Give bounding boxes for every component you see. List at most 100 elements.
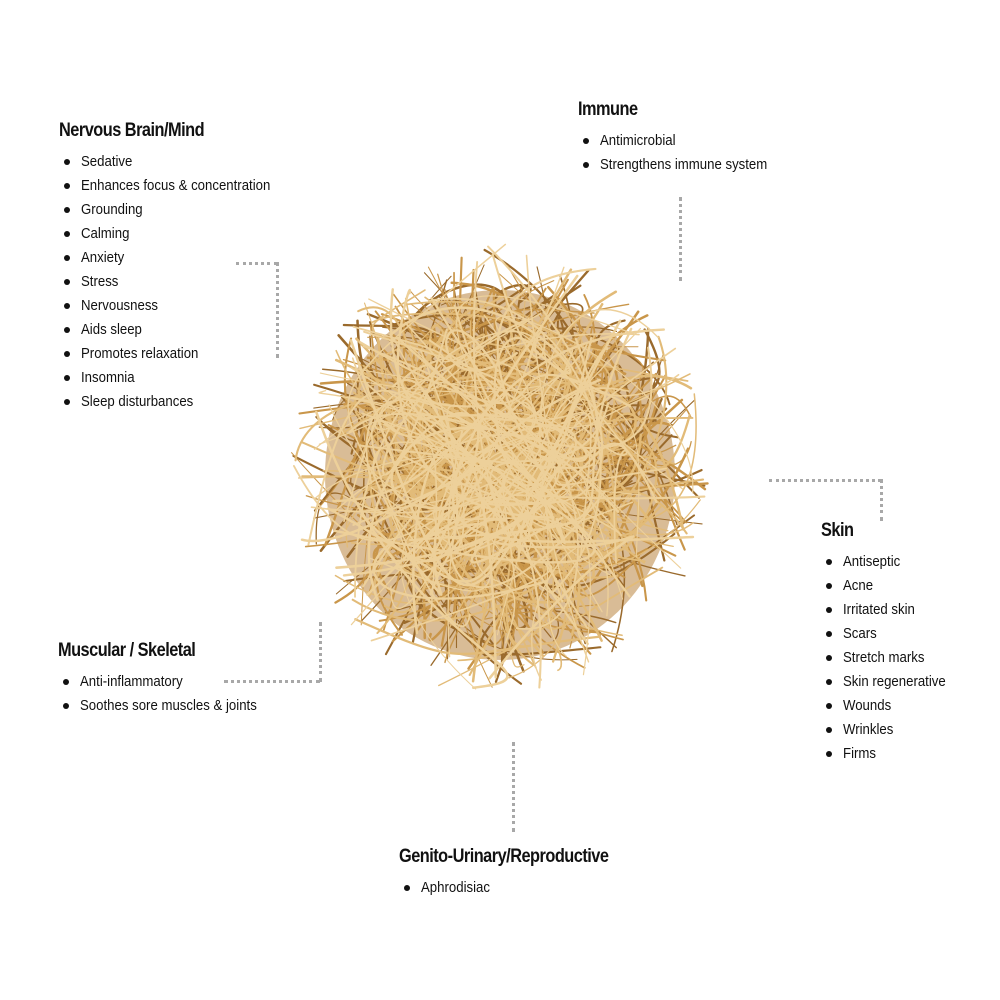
list-item: Calming — [59, 222, 296, 246]
root-strand — [531, 544, 609, 681]
list-item: Grounding — [59, 198, 296, 222]
list-item: Skin regenerative — [821, 670, 960, 694]
root-strand — [368, 395, 649, 592]
list-item-text: Firms — [843, 745, 876, 762]
root-strand — [347, 243, 507, 554]
benefit-list: Aphrodisiac — [399, 876, 643, 900]
list-item-text: Irritated skin — [843, 601, 915, 618]
root-strand — [445, 329, 518, 372]
connector-muscular — [319, 622, 322, 682]
connector-skin — [880, 479, 883, 521]
connector-genito — [512, 742, 515, 832]
list-item: Irritated skin — [821, 598, 960, 622]
list-item: Soothes sore muscles & joints — [58, 694, 281, 718]
root-strand — [300, 460, 493, 596]
root-strand — [485, 537, 563, 672]
connector-muscular — [224, 680, 320, 683]
root-strand — [342, 494, 591, 558]
root-strand — [429, 492, 506, 596]
root-strand — [538, 413, 682, 569]
root-strand — [297, 402, 589, 599]
root-strand — [395, 404, 593, 502]
root-strand — [407, 478, 567, 657]
root-strand — [447, 430, 606, 589]
root-strand — [474, 468, 516, 644]
root-strand — [362, 345, 667, 486]
root-strand — [496, 413, 581, 636]
connector-nervous — [236, 262, 277, 265]
group-title: Skin — [821, 520, 854, 541]
list-item: Enhances focus & concentration — [59, 174, 296, 198]
list-item: Anti-inflammatory — [58, 670, 281, 694]
root-strand — [365, 398, 567, 513]
root-strand — [348, 346, 653, 449]
connector-immune — [679, 197, 682, 281]
list-item: Nervousness — [59, 294, 296, 318]
list-item: Insomnia — [59, 366, 296, 390]
list-item-text: Stretch marks — [843, 649, 925, 666]
root-strand — [349, 339, 575, 587]
list-item-text: Acne — [843, 577, 874, 594]
list-item-text: Stress — [81, 273, 119, 290]
group-title: Genito-Urinary/Reproductive — [399, 846, 609, 867]
list-item-text: Anxiety — [81, 249, 125, 266]
root-strand — [313, 379, 498, 450]
root-strand — [335, 509, 530, 569]
list-item-text: Wounds — [843, 697, 892, 714]
root-strand — [354, 618, 600, 656]
list-item: Stress — [59, 270, 296, 294]
root-strand — [342, 300, 557, 473]
list-item: Promotes relaxation — [59, 342, 296, 366]
root-strand — [451, 274, 695, 543]
list-item-text: Calming — [81, 225, 130, 242]
root-strand — [361, 412, 578, 532]
list-item-text: Grounding — [81, 201, 143, 218]
root-strand — [390, 266, 565, 610]
list-item: Anxiety — [59, 246, 296, 270]
list-item: Sleep disturbances — [59, 390, 296, 414]
list-item-text: Wrinkles — [843, 721, 894, 738]
root-strand — [319, 372, 542, 549]
group-title: Nervous Brain/Mind — [59, 120, 205, 141]
root-strand — [351, 396, 564, 602]
list-item-text: Soothes sore muscles & joints — [80, 697, 257, 714]
root-strand — [354, 368, 640, 558]
root-strand — [396, 289, 555, 519]
list-item-text: Enhances focus & concentration — [81, 177, 271, 194]
list-item: Wrinkles — [821, 718, 960, 742]
root-strand — [468, 577, 534, 677]
list-item: Stretch marks — [821, 646, 960, 670]
connector-nervous — [276, 262, 279, 358]
list-item: Aphrodisiac — [399, 876, 643, 900]
list-item-text: Sedative — [81, 153, 133, 170]
root-strand — [358, 339, 596, 470]
list-item-text: Antiseptic — [843, 553, 901, 570]
root-strand — [390, 426, 620, 513]
list-item: Strengthens immune system — [578, 153, 790, 177]
list-item: Acne — [821, 574, 960, 598]
list-item: Sedative — [59, 150, 296, 174]
root-strand — [366, 260, 509, 536]
list-item-text: Insomnia — [81, 369, 135, 386]
root-strand — [401, 378, 601, 596]
root-strand — [488, 535, 635, 680]
root-strand — [381, 318, 530, 476]
group-title: Immune — [578, 99, 638, 120]
root-strand — [368, 298, 684, 490]
root-strand — [495, 315, 694, 494]
root-strand — [400, 488, 642, 690]
list-item-text: Aphrodisiac — [421, 879, 490, 896]
list-item-text: Aids sleep — [81, 321, 142, 338]
root-strand — [401, 356, 506, 408]
list-item-text: Skin regenerative — [843, 673, 946, 690]
list-item-text: Scars — [843, 625, 877, 642]
